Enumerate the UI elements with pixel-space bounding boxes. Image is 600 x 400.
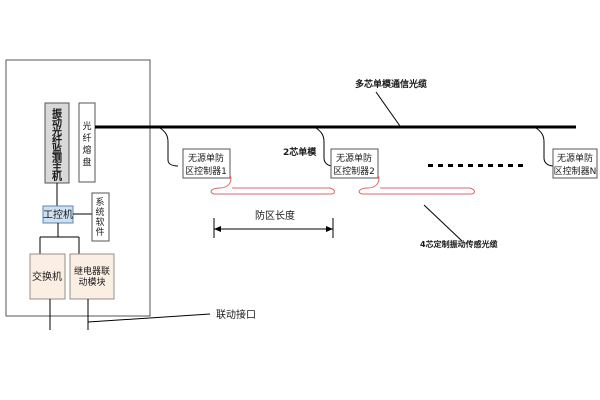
svg-text:光: 光 [82,120,91,132]
svg-text:动: 动 [52,116,62,129]
svg-text:盘: 盘 [82,156,91,168]
drop-branch-1 [159,127,179,167]
linkage-interface-leader [87,313,211,323]
system-software-label: 系 统 软 件 [95,197,104,238]
svg-text:纤: 纤 [52,134,62,147]
linkage-interface-label: 联动接口 [216,308,256,321]
fiber-terminal-box [78,102,96,183]
ipc-bus [39,223,80,254]
svg-text:熔: 熔 [82,144,91,156]
sensing-cable-loop-2 [358,174,475,195]
ellipsis-dots [428,164,523,167]
controller-2-line2: 区控制器2 [333,165,375,177]
controller-2-line1: 无源单防 [336,152,372,164]
sensing-cable-leader [423,204,463,242]
relay-module-label-line1: 继电器联 [74,265,110,277]
sensing-cable-loop-1 [210,174,335,195]
monitoring-host-label: 振 动 光 纤 监 测 主 机 [51,107,62,183]
controller-1-line1: 无源单防 [188,152,224,164]
svg-text:软: 软 [95,216,104,228]
relay-module-box [69,253,115,300]
svg-text:监: 监 [52,143,62,156]
svg-text:件: 件 [95,226,104,238]
single-mode-label: 2芯单模 [283,146,317,158]
svg-text:光: 光 [51,125,62,138]
svg-text:测: 测 [52,152,62,165]
switch-label: 交换机 [32,270,62,283]
zone-length-arrow-right [326,226,333,232]
industrial-pc-label: 工控机 [43,208,73,221]
monitoring-host-box [44,102,70,184]
svg-text:振: 振 [52,107,62,120]
relay-module-label-line2: 动模块 [78,276,105,288]
trunk-cable-label: 多芯单模通信光缆 [355,78,427,90]
controller-n-line1: 无源单防 [557,152,593,164]
controller-2-box [330,148,379,179]
sensing-cable-label: 4芯定制振动传感光缆 [420,239,498,249]
controller-1-line2: 区控制器1 [185,165,227,177]
controller-1-box [182,148,231,179]
fiber-terminal-label: 光 纤 熔 盘 [82,120,91,168]
switch-box [29,253,66,300]
svg-text:统: 统 [95,206,104,218]
drop-branch-n [535,127,555,167]
svg-text:机: 机 [52,170,62,183]
zone-length-dimension [213,218,334,238]
controller-n-box [552,148,598,179]
drop-branch-2 [315,127,334,167]
zone-length-arrow-left [214,226,221,232]
svg-text:纤: 纤 [82,132,91,144]
zone-length-label: 防区长度 [255,209,295,222]
system-software-box [91,192,110,242]
controller-n-line2: 区控制器N [554,165,597,177]
svg-text:主: 主 [52,161,62,174]
trunk-cable-leader [375,91,401,127]
svg-text:系: 系 [95,197,104,208]
